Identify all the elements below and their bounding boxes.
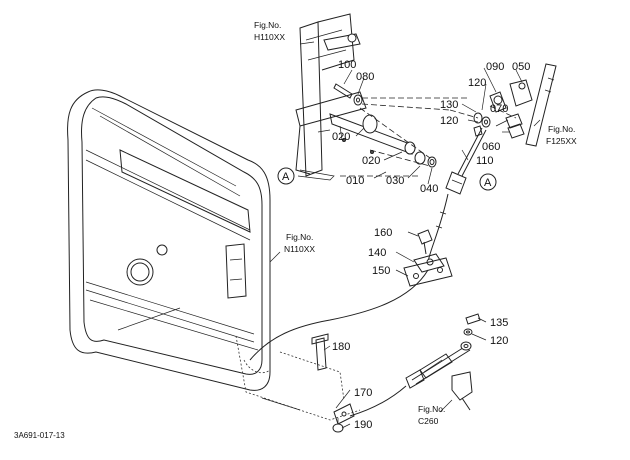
part-number-060[interactable]: 060 [482,141,500,153]
connector-a-right: A [479,173,497,191]
fig-ref-label: Fig.No. [286,232,313,242]
part-number-100[interactable]: 100 [338,59,356,71]
part-number-070[interactable]: 070 [490,103,508,115]
part-number-090[interactable]: 090 [486,61,504,73]
fig-ref-number: C260 [418,416,439,426]
fig-ref-number: F125XX [546,136,577,146]
fig-ref-label: Fig.No. [254,20,281,30]
connector-a-left: A [277,167,295,185]
part-number-040[interactable]: 040 [420,183,438,195]
control-rod [509,63,557,147]
connector-letter: A [484,177,492,189]
part-callouts: 100 080 090 050 120 130 120 070 060 020 … [332,59,530,431]
connector-letter: A [282,171,290,183]
part-number-120-top[interactable]: 120 [468,77,486,89]
reference-h110[interactable]: Fig.No. H110XX [254,20,285,42]
part-number-130[interactable]: 130 [440,99,458,111]
part-number-050[interactable]: 050 [512,61,530,73]
reference-c260[interactable]: Fig.No. C260 [418,404,445,426]
part-number-190[interactable]: 190 [354,419,372,431]
cable-end-parts [449,91,525,139]
part-number-030[interactable]: 030 [386,175,404,187]
part-number-110[interactable]: 110 [476,155,494,167]
lever-assembly [295,13,470,181]
lower-cable-assembly [311,313,481,433]
drawing-code: 3A691-017-13 [14,431,65,440]
part-number-160[interactable]: 160 [374,227,392,239]
part-number-010[interactable]: 010 [346,175,364,187]
part-number-080[interactable]: 080 [356,71,374,83]
fig-ref-number: H110XX [254,32,285,42]
cab-panel [67,89,271,391]
cable-clamp [403,229,453,287]
leader-lines [269,41,541,429]
part-number-180[interactable]: 180 [332,341,350,353]
fig-ref-label: Fig.No. [548,124,575,134]
part-number-140[interactable]: 140 [368,247,386,259]
part-number-120-mid[interactable]: 120 [440,115,458,127]
reference-n110[interactable]: Fig.No. N110XX [284,232,315,254]
reference-f125[interactable]: Fig.No. F125XX [546,124,577,146]
part-number-170[interactable]: 170 [354,387,372,399]
fig-ref-label: Fig.No. [418,404,445,414]
part-number-020-left[interactable]: 020 [332,131,350,143]
part-number-020-right[interactable]: 020 [362,155,380,167]
part-number-120-bottom[interactable]: 120 [490,335,508,347]
part-number-150[interactable]: 150 [372,265,390,277]
fig-ref-number: N110XX [284,244,315,254]
control-cable [249,127,487,361]
part-number-135[interactable]: 135 [490,317,508,329]
